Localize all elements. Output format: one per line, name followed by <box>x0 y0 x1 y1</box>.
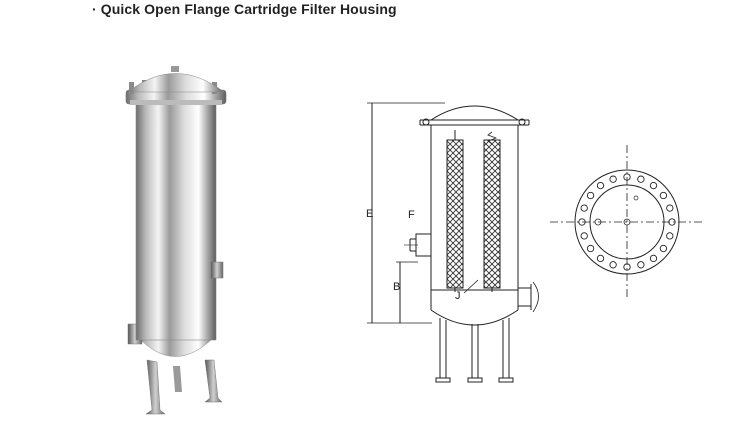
bolt-hole <box>666 204 674 212</box>
housing-photo <box>125 66 227 415</box>
bolt-hole <box>578 218 586 226</box>
section-drawing <box>367 102 539 383</box>
page-title: · Quick Open Flange Cartridge Filter Hou… <box>92 1 397 17</box>
bolt-hole <box>649 181 658 190</box>
bolt-hole <box>580 232 588 240</box>
label-f: F <box>408 209 415 221</box>
label-j: J <box>455 290 461 302</box>
label-b: B <box>393 281 400 293</box>
bolt-hole <box>623 263 631 271</box>
bolt-hole <box>586 244 595 253</box>
bolt-hole <box>586 191 595 200</box>
flange-top-view <box>550 145 705 300</box>
bolt-hole <box>637 175 645 183</box>
bolt-hole <box>637 261 645 269</box>
bolt-hole <box>609 175 617 183</box>
bolt-hole <box>596 254 605 263</box>
bolt-hole <box>609 261 617 269</box>
bolt-hole <box>668 218 676 226</box>
bolt-hole <box>596 181 605 190</box>
bolt-hole <box>659 191 668 200</box>
bolt-hole <box>666 232 674 240</box>
bolt-hole <box>623 173 631 181</box>
label-e: E <box>366 208 373 220</box>
bolt-hole <box>649 254 658 263</box>
bolt-hole <box>580 204 588 212</box>
bolt-hole <box>659 244 668 253</box>
